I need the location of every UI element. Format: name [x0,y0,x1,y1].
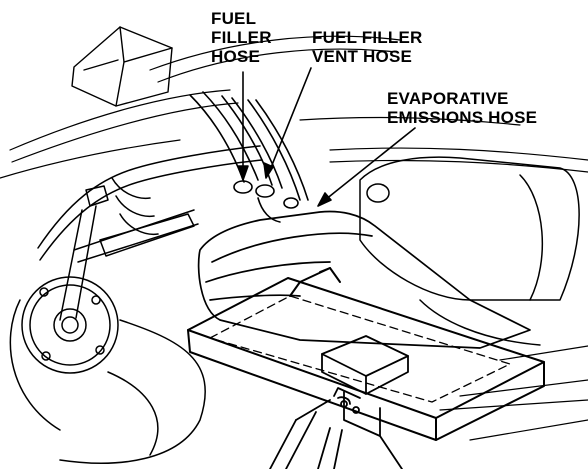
frame-rails [0,35,588,179]
jack-support-plate [187,267,545,441]
wheel-hub [9,276,206,464]
fuel-tank [197,210,531,349]
arrow-vent-hose [269,67,312,171]
label-line: VENT HOSE [312,47,413,66]
label-fuel-filler-vent-hose: FUEL FILLER VENT HOSE [312,28,423,66]
leader-lines [237,67,416,207]
label-line: FILLER [211,28,272,47]
label-line: HOSE [211,47,260,66]
rear-suspension [37,145,263,321]
upper-bracket-box [71,26,173,107]
label-evaporative-emissions-hose: EVAPORATIVE EMISSIONS HOSE [387,89,537,127]
arrowhead-vent-hose [263,162,274,179]
ground-lines [439,345,588,441]
label-line: FUEL [211,9,257,28]
label-fuel-filler-hose: FUEL FILLER HOSE [211,9,272,66]
label-line: EMISSIONS HOSE [387,108,538,127]
filler-hoses [189,91,309,223]
muffler [359,156,580,346]
floor-jack [269,335,409,469]
arrowhead-fuel-filler-hose [237,165,249,181]
label-line: FUEL FILLER [312,28,423,47]
label-line: EVAPORATIVE [387,89,509,108]
arrowhead-evap-hose [317,192,332,207]
arrow-evap-hose [324,127,416,201]
